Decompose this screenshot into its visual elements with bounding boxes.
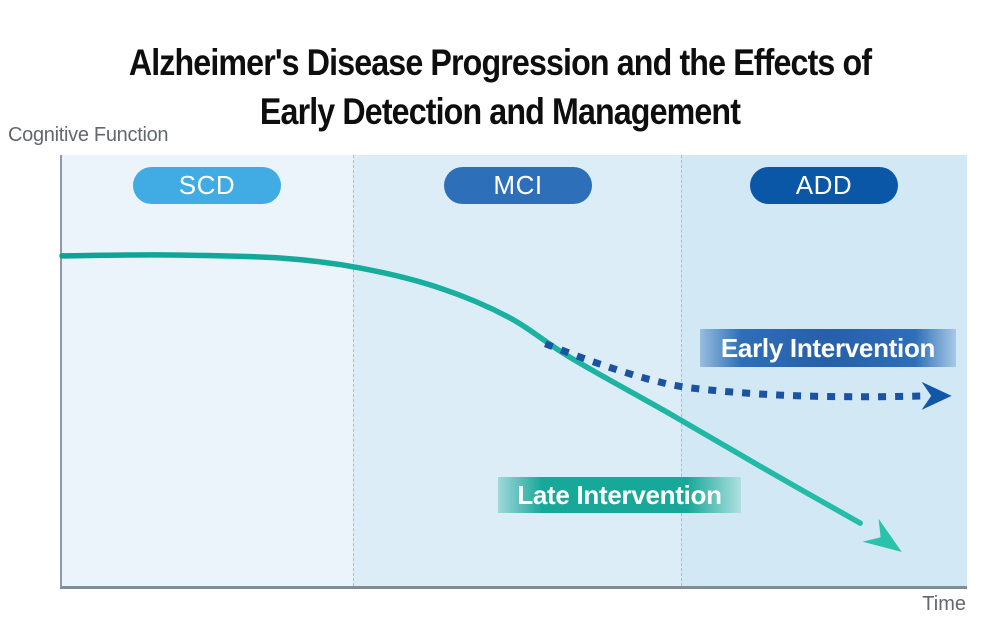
x-axis-label: Time — [922, 593, 966, 615]
stage-band-scd — [62, 155, 354, 586]
title-line-1: Alzheimer's Disease Progression and the … — [128, 41, 872, 83]
stage-pill-scd: SCD — [133, 167, 281, 204]
stage-band-mci — [353, 155, 682, 586]
page-title: Alzheimer's Disease Progression and the … — [65, 38, 935, 136]
early-intervention-label: Early Intervention — [700, 329, 956, 367]
late-intervention-label: Late Intervention — [498, 477, 741, 513]
title-line-2: Early Detection and Management — [259, 90, 741, 132]
plot-area — [60, 155, 967, 589]
stage-band-add — [681, 155, 967, 586]
stage-pill-add: ADD — [750, 167, 898, 204]
stage-pill-mci: MCI — [444, 167, 592, 204]
y-axis-label: Cognitive Function — [8, 124, 169, 146]
